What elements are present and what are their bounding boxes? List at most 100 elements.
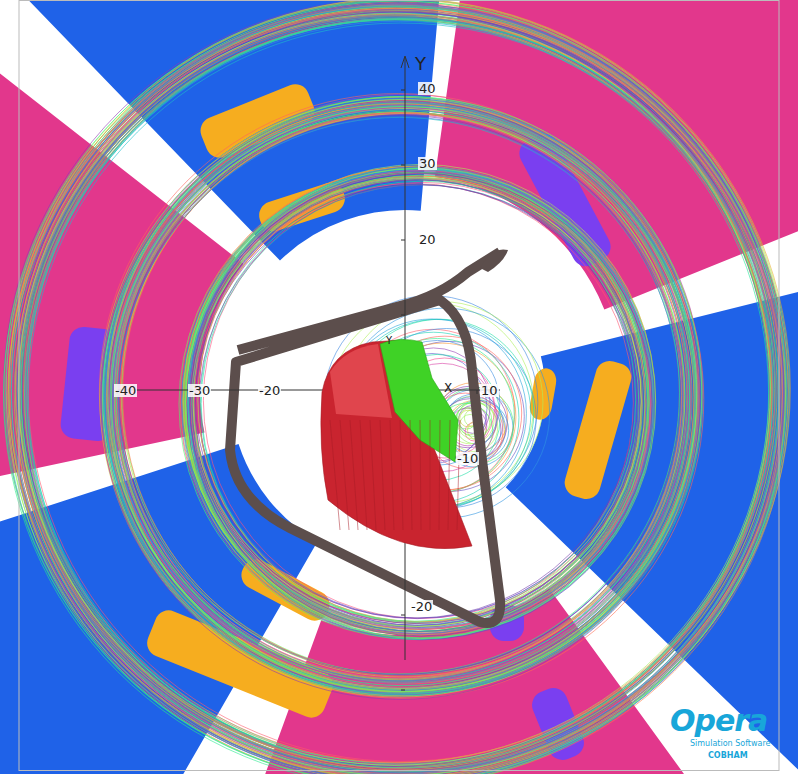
orbit (115, 108, 694, 687)
orbit (109, 103, 689, 683)
orbit (13, 10, 784, 774)
mesh-line (360, 420, 367, 530)
orbit (16, 12, 783, 774)
axis-title: Y (386, 336, 392, 346)
orbit (187, 172, 641, 626)
orbit (11, 6, 787, 774)
axis-tick (401, 690, 405, 691)
mesh-line (390, 420, 394, 530)
axes (117, 56, 500, 690)
orbit (4, 1, 787, 774)
orbit (188, 169, 648, 629)
mesh-line (457, 420, 460, 530)
magnet-sector (0, 0, 466, 261)
orbit (11, 4, 789, 774)
axis-number: -40 (114, 384, 137, 397)
mesh-line (350, 420, 358, 530)
mesh-line (410, 420, 412, 530)
orbit (111, 106, 692, 687)
mesh-line (439, 420, 440, 530)
orbit (193, 177, 639, 623)
frame (19, 1, 779, 771)
orbit (190, 178, 646, 634)
axis-number: 30 (418, 157, 437, 170)
orbit (185, 168, 656, 639)
orbit (19, 17, 773, 771)
axis-number: -10 (456, 452, 479, 465)
dee (230, 252, 500, 623)
orbit (20, 17, 769, 766)
axis-tick (401, 90, 405, 91)
dee-stem (480, 249, 508, 272)
orbit (27, 18, 773, 764)
mesh-line (330, 420, 340, 530)
axis-tick (401, 315, 405, 316)
mesh-line (370, 420, 376, 530)
orbit (201, 185, 639, 623)
axis-number: -30 (188, 384, 211, 397)
orbit (110, 100, 698, 688)
orbit (111, 108, 685, 682)
orbit (17, 12, 776, 771)
orbit (104, 103, 695, 694)
orbit (104, 103, 697, 696)
orbit (22, 12, 777, 767)
orbit (101, 101, 700, 700)
orbit (17, 14, 777, 774)
magnet-sector (435, 0, 798, 309)
orbit (14, 7, 783, 774)
orbit (118, 117, 682, 681)
orbit (188, 172, 645, 629)
logo-subtitle: Simulation Software (690, 740, 770, 748)
axis-number: 10 (480, 384, 499, 397)
axis-title: Y (415, 55, 426, 73)
axis-number: -20 (410, 600, 433, 613)
orbit (10, 4, 790, 774)
mesh-line (448, 420, 450, 530)
axis-number: 40 (418, 82, 437, 95)
orbit (192, 175, 648, 631)
orbit (109, 103, 695, 689)
orbit (190, 174, 652, 636)
orbit (8, 7, 786, 774)
orbit (18, 12, 784, 774)
orbit (188, 173, 642, 627)
orbit (198, 178, 641, 621)
axis-number: -20 (258, 384, 281, 397)
orbit (9, 0, 788, 774)
orbit (110, 106, 694, 690)
mesh-line (430, 420, 431, 530)
mesh-body (321, 339, 472, 548)
axis-title: X (444, 382, 452, 394)
orbit (192, 180, 644, 632)
orbit (15, 8, 777, 770)
magnet-sector (0, 444, 318, 774)
x-axis (118, 390, 500, 391)
orbit (24, 20, 770, 766)
orbit (23, 15, 781, 773)
orbit (193, 178, 642, 627)
orbit (121, 113, 685, 677)
orbit (108, 99, 697, 688)
orbit (180, 167, 652, 639)
green-part (380, 339, 458, 462)
orbit (116, 110, 689, 683)
mesh-line (340, 420, 349, 530)
orbit (105, 102, 698, 695)
orbit (117, 113, 682, 678)
mesh-line (400, 420, 403, 530)
orbit (27, 19, 776, 768)
axis-tick (401, 615, 405, 616)
orbit (103, 100, 698, 695)
mesh-line (380, 420, 385, 530)
orbit (105, 102, 698, 695)
red-part (321, 340, 472, 549)
axis-tick (401, 240, 405, 241)
orbit (4, 5, 785, 774)
mesh-line (420, 420, 421, 530)
orbit (18, 14, 772, 768)
orbit (9, 0, 791, 774)
orbit (198, 179, 641, 622)
orbit (115, 113, 681, 679)
